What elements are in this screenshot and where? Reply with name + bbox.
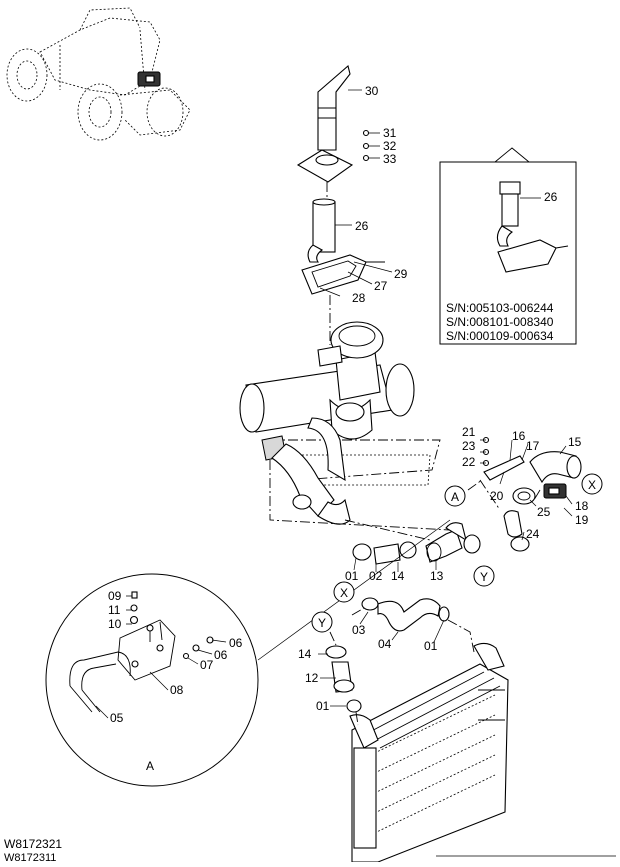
pipe-group-left (325, 645, 362, 713)
detail-callout-07: 07 (200, 658, 214, 672)
clamp-band-28 (301, 254, 385, 295)
callout-17: 17 (526, 439, 540, 453)
elbow-hose-15 (529, 451, 582, 484)
callout-16: 16 (512, 429, 526, 443)
ref-y1-label: Y (480, 570, 488, 584)
detail-callout-10: 10 (108, 617, 122, 631)
ref-circle-a1: A (444, 485, 466, 507)
pipe-group-upper (352, 522, 481, 565)
callout-15: 15 (568, 435, 582, 449)
callout-33: 33 (383, 152, 397, 166)
callout-19: 19 (575, 513, 589, 527)
pipe-group-lower (361, 597, 450, 632)
ref-circle-x1: X (581, 473, 603, 495)
air-cleaner-assembly (239, 321, 441, 486)
callout-26: 26 (355, 219, 369, 233)
inset-label-26: 26 (544, 190, 558, 204)
bolts-31-33 (362, 129, 370, 162)
bolts-21-23-22 (482, 436, 490, 467)
detail-callout-09: 09 (108, 589, 122, 603)
machine-thumbnail (6, 7, 191, 141)
callout-04: 04 (378, 637, 392, 651)
detail-callout-05: 05 (110, 711, 124, 725)
detail-callout-06a: 06 (229, 636, 243, 650)
ref-circle-y1: Y (473, 565, 495, 587)
inset-serial-2: S/N:008101-008340 (446, 315, 554, 329)
callout-32: 32 (383, 139, 397, 153)
tube-26 (307, 198, 336, 263)
callout-22: 22 (462, 455, 476, 469)
callout-21: 21 (462, 425, 476, 439)
detail-callout-11: 11 (108, 603, 121, 617)
figure-code-ghost: W8172311 (4, 852, 56, 862)
routing-lines (269, 460, 541, 726)
ref-circle-y2: Y (311, 611, 333, 633)
ref-a1-label: A (451, 490, 459, 504)
callout-12: 12 (305, 671, 319, 685)
clamp-25 (512, 487, 536, 505)
callout-labels: 30 31 32 33 26 29 27 28 21 23 22 16 17 1… (108, 84, 589, 725)
ref-circle-x2: X (333, 581, 355, 603)
callout-01c: 01 (316, 699, 330, 713)
callout-30: 30 (365, 84, 379, 98)
ref-x1-label: X (588, 478, 596, 492)
callout-28: 28 (352, 291, 366, 305)
bracket-20 (483, 455, 525, 481)
callout-02: 02 (369, 569, 383, 583)
callout-03: 03 (352, 623, 366, 637)
callout-31: 31 (383, 126, 397, 140)
callout-18: 18 (575, 499, 589, 513)
intake-elbow-hose (271, 417, 351, 525)
intercooler (349, 642, 509, 863)
callout-01a: 01 (345, 569, 359, 583)
figure-code: W8172321 (4, 837, 62, 851)
ref-x2-label: X (340, 586, 348, 600)
callout-20: 20 (490, 489, 504, 503)
detail-callout-08: 08 (170, 683, 184, 697)
exhaust-pipe (296, 64, 354, 183)
ref-y2-label: Y (318, 616, 326, 630)
callout-23: 23 (462, 439, 476, 453)
inset-serial-1: S/N:005103-006244 (446, 301, 554, 315)
callout-01b: 01 (424, 639, 438, 653)
detail-callout-06b: 06 (214, 648, 228, 662)
detail-circle-a (45, 519, 451, 787)
detail-view-label: A (146, 759, 154, 773)
callout-25: 25 (537, 505, 551, 519)
callout-14b: 14 (298, 647, 312, 661)
serial-inset-box (439, 147, 577, 345)
sensor-18 (543, 483, 567, 499)
callout-14a: 14 (391, 569, 405, 583)
inset-serial-3: S/N:000109-000634 (446, 329, 554, 343)
callout-29: 29 (394, 267, 408, 281)
callout-27: 27 (374, 279, 388, 293)
callout-13: 13 (430, 569, 444, 583)
leader-lines (95, 89, 573, 719)
callout-24: 24 (526, 527, 540, 541)
hose-24 (503, 510, 530, 552)
